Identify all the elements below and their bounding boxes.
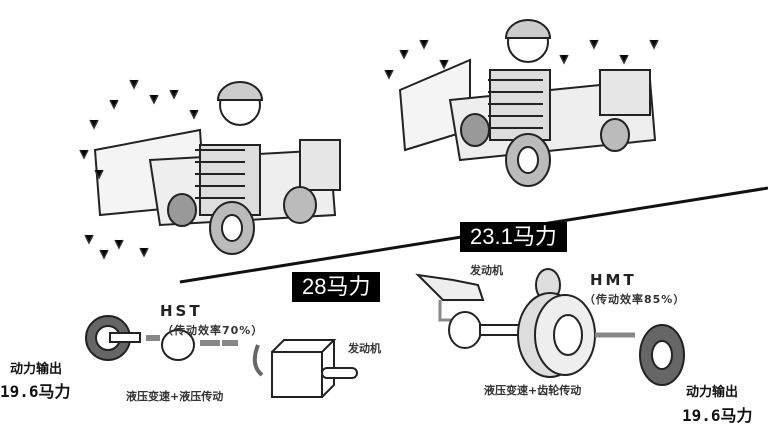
- hst-output-label: 动力输出: [10, 362, 63, 377]
- hmt-title: HMT: [590, 271, 637, 289]
- hst-output-power: 19.6马力: [0, 382, 71, 401]
- hmt-drivetrain-illustration: [415, 268, 685, 386]
- hmt-efficiency: （传动效率85%）: [584, 293, 686, 306]
- hst-efficiency: （传动效率70%）: [162, 324, 264, 337]
- hst-mechanism-label: 液压变速+液压传动: [126, 390, 224, 403]
- hst-drivetrain-illustration: [85, 315, 358, 398]
- tractor-left-illustration: [93, 81, 341, 255]
- hmt-input-power-badge: 23.1马力: [460, 222, 567, 252]
- tractor-right-illustration: [398, 19, 657, 187]
- hmt-mechanism-label: 液压变速+齿轮传动: [484, 384, 582, 397]
- hmt-output-label: 动力输出: [686, 385, 739, 400]
- rice-seedlings-right: [384, 39, 659, 80]
- hst-engine-label: 发动机: [348, 342, 381, 355]
- hmt-output-power: 19.6马力: [682, 406, 753, 425]
- hst-input-power-badge: 28马力: [292, 272, 381, 302]
- hst-title: HST: [160, 302, 203, 320]
- rice-seedlings-left: [79, 79, 199, 260]
- hmt-engine-label: 发动机: [470, 264, 503, 277]
